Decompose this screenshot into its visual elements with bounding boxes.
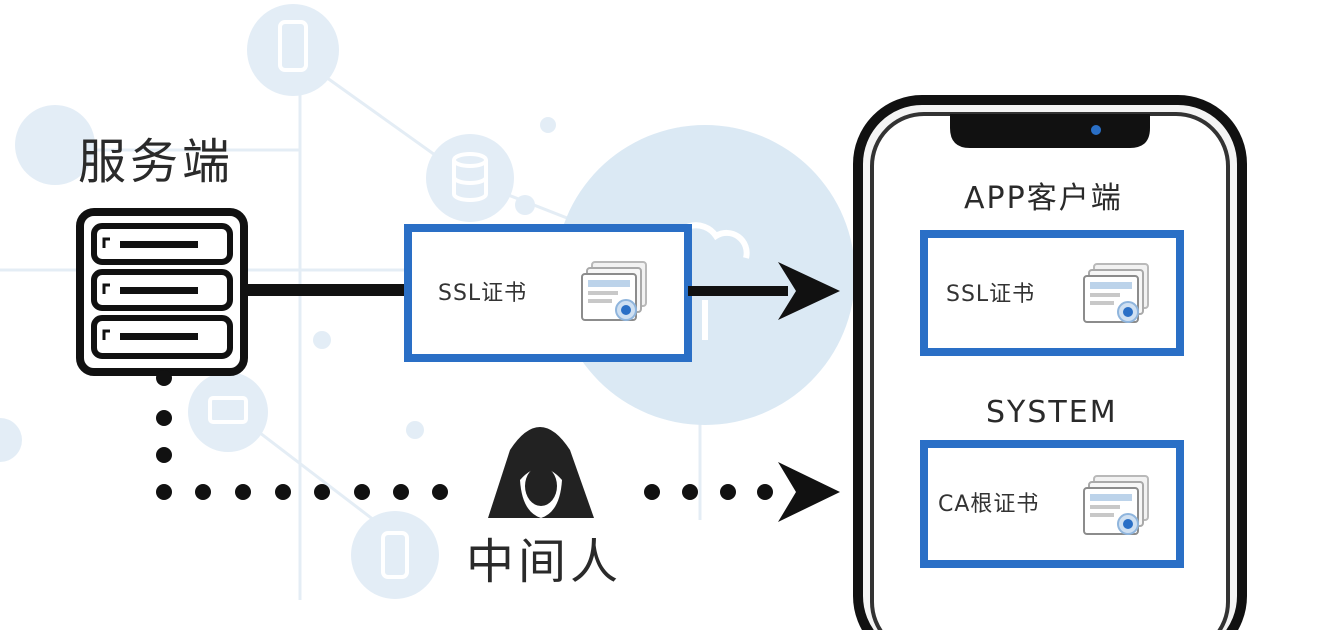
laptop-bubble [188,372,268,452]
mobile-bubble-top [247,4,339,96]
partial-bubble-left [0,418,22,462]
system-cert-label: CA根证书 [938,492,1040,517]
mitm-dotted-path [156,370,773,500]
server-link-line [244,284,408,296]
laptop-icon [208,396,248,424]
system-label: SYSTEM [986,395,1118,430]
mobile-icon-bottom [381,531,409,579]
certificate-icon [581,261,647,321]
monitor-bubble-left [15,105,95,185]
mobile-bubble-bottom [351,511,439,599]
transit-cert-label: SSL证书 [438,281,528,306]
mobile-icon [278,20,308,72]
transit-arrow-line [688,286,788,296]
database-bubble [426,134,514,222]
mitm-label: 中间人 [466,534,623,590]
certificate-icon [1083,475,1149,535]
database-icon [452,152,488,202]
server-icon [76,208,248,376]
transit-arrow-head [778,262,840,320]
hacker-icon [488,427,594,518]
server-label: 服务端 [78,134,235,190]
mitm-arrow-head [778,462,840,522]
app-client-label: APP客户端 [964,181,1123,216]
certificate-icon [1083,263,1149,323]
app-cert-label: SSL证书 [946,282,1036,307]
